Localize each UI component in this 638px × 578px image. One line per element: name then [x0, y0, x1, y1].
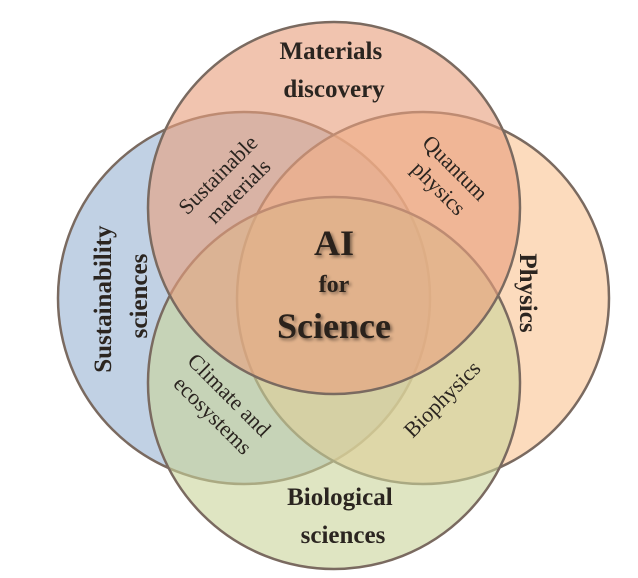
center-title-line-3: Science	[277, 306, 391, 346]
set-label-top: Materials discovery	[280, 38, 389, 103]
center-title-line-1: AI	[314, 223, 354, 263]
circle-top	[146, 20, 522, 396]
set-label-right: Physics	[514, 253, 541, 332]
set-label-left: Sustainability sciences	[90, 219, 153, 373]
center-title-line-2: for	[319, 272, 350, 298]
set-label-bottom: Biological sciences	[287, 484, 399, 549]
circles	[56, 20, 611, 571]
